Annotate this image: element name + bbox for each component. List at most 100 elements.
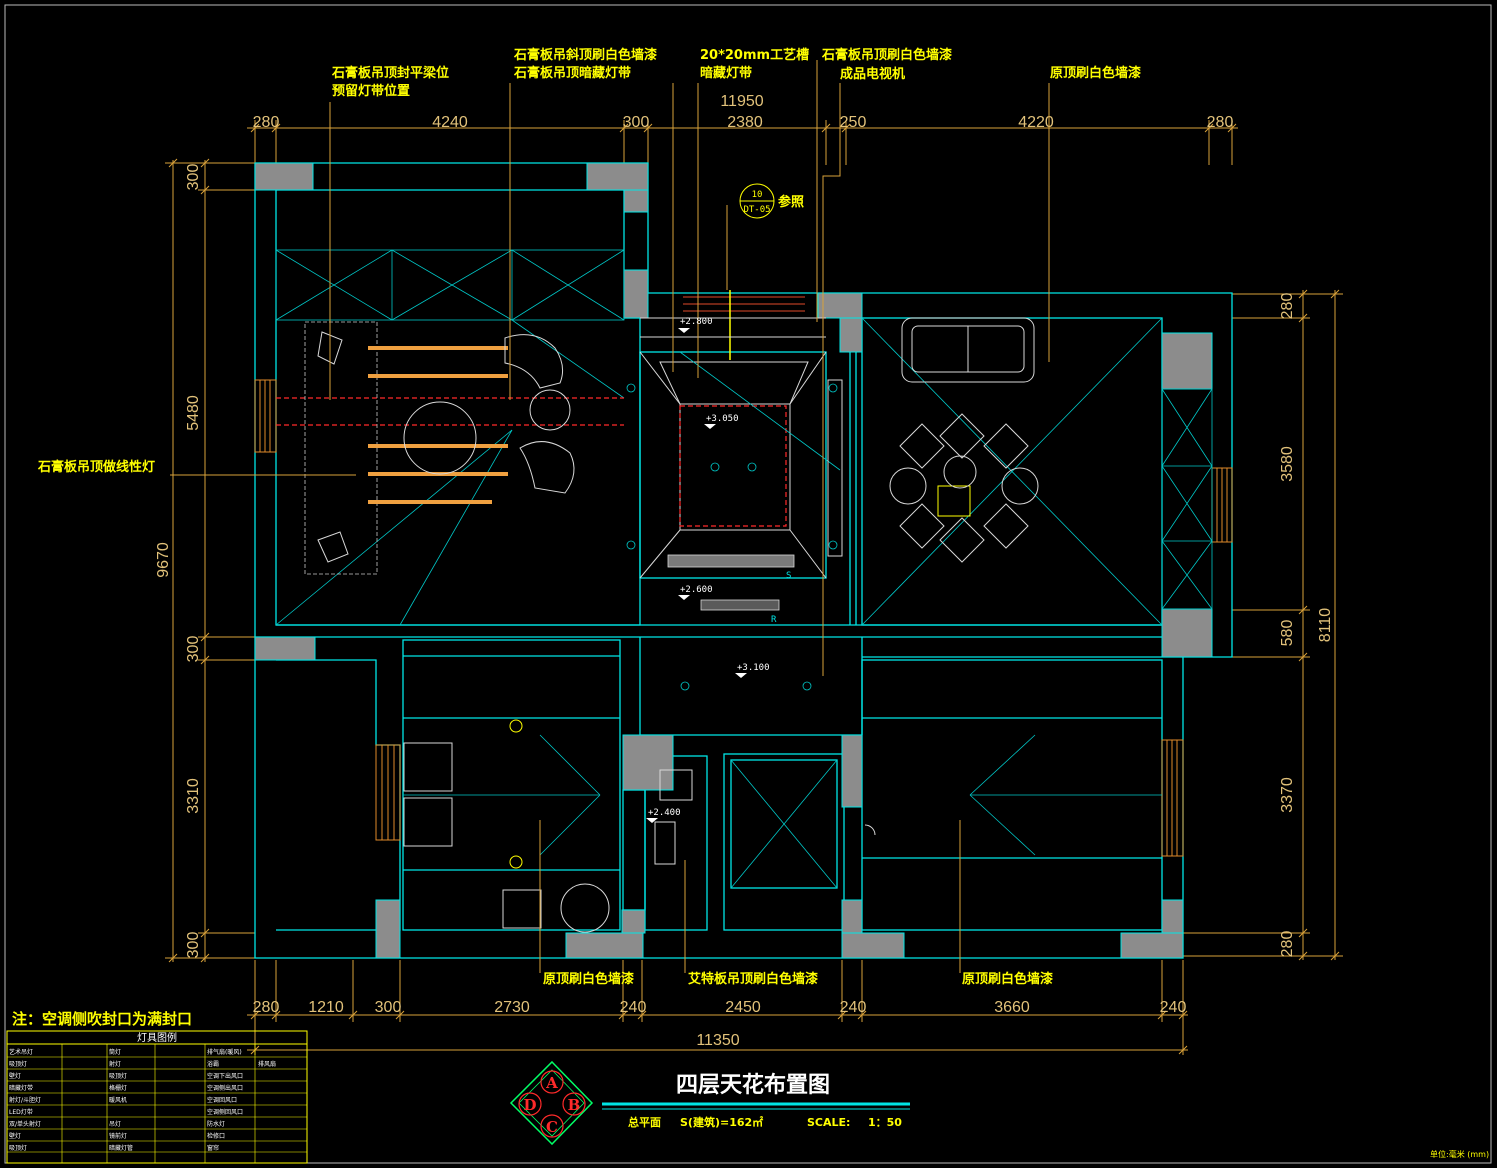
compass-b: B: [568, 1096, 581, 1114]
label-linear-light: 石膏板吊顶做线性灯: [37, 459, 155, 475]
label-beam-line2: 预留灯带位置: [332, 83, 410, 99]
level-4: +2.400: [648, 808, 681, 818]
label-tv-line2: 成品电视机: [840, 66, 905, 82]
dim-top-1: 4240: [432, 114, 468, 131]
detail-reference-bubble: 10 DT-05 参照: [739, 183, 804, 219]
label-groove-line2: 暗藏灯带: [700, 65, 752, 81]
plan-label: 总平面: [628, 1115, 661, 1129]
label-slope-line2: 石膏板吊顶暗藏灯带: [513, 65, 631, 81]
legend-cell: 空调下出风口: [207, 1072, 243, 1080]
legend-cell: 双/单头射灯: [9, 1120, 41, 1128]
dim-bottom-3: 2730: [494, 999, 530, 1016]
left-dimension-chain: 9670 300 5480 300 3310 300: [155, 158, 255, 963]
dim-bottom-5: 2450: [725, 999, 761, 1016]
legend-cell: 检修口: [207, 1132, 225, 1140]
ref-bubble-top: 10: [752, 190, 763, 200]
dim-right-1: 3580: [1279, 446, 1296, 482]
dim-top-3: 2380: [727, 114, 763, 131]
label-groove-line1: 20*20mm工艺槽: [700, 47, 809, 63]
drawing-frame: [4, 4, 1492, 1164]
mark-s: S: [786, 571, 791, 581]
central-hall-ceiling: [626, 290, 843, 691]
label-bottom-mid: 艾特板吊顶刷白色墙漆: [688, 971, 818, 987]
legend-cell: 射灯/斗胆灯: [9, 1096, 41, 1104]
dim-bottom-1: 1210: [308, 999, 344, 1016]
legend-cell: 吸顶灯: [9, 1060, 27, 1068]
drawing-title: 四层天花布置图: [676, 1072, 830, 1098]
area-label: S(建筑)=162㎡: [680, 1115, 763, 1129]
label-beam-line1: 石膏板吊顶封平梁位: [331, 65, 449, 81]
legend-cell: 吊灯: [109, 1120, 121, 1128]
dim-left-4: 300: [185, 932, 202, 959]
annotation-labels: 石膏板吊顶封平梁位 预留灯带位置 石膏板吊斜顶刷白色墙漆 石膏板吊顶暗藏灯带 2…: [37, 47, 1141, 987]
dim-top-total: 11950: [720, 93, 763, 110]
top-dimension-chain: 11950 280 4240 300 2380 250 4220 280: [247, 93, 1238, 165]
legend-cell: 壁灯: [9, 1072, 21, 1080]
dim-top-5: 4220: [1018, 114, 1054, 131]
legend-cell: 艺术吊灯: [9, 1048, 33, 1056]
ref-bubble-text: 参照: [778, 194, 804, 210]
compass-diamond: A B C D: [509, 1060, 594, 1146]
level-2: +2.600: [680, 585, 713, 595]
level-3: +3.100: [737, 663, 770, 673]
legend-cell: 壁灯: [9, 1132, 21, 1140]
legend-cell: 空调侧出风口: [207, 1084, 243, 1092]
legend-cell: 空调回风口: [207, 1096, 237, 1104]
dim-left-total: 9670: [155, 542, 172, 578]
level-1: +3.050: [706, 414, 739, 424]
dim-bottom-7: 3660: [994, 999, 1030, 1016]
legend-cell: 排风扇: [258, 1060, 276, 1068]
dim-top-0: 280: [253, 114, 280, 131]
dim-bottom-0: 280: [253, 999, 280, 1016]
level-markers: +2.800 +3.050 +2.600 +3.100 +2.400 S R: [646, 317, 791, 823]
windows: [254, 296, 1233, 857]
upper-right-room-ceiling: [861, 317, 1213, 626]
legend-title: 灯具图例: [137, 1031, 177, 1044]
ref-bubble-bottom: DT-05: [743, 205, 770, 215]
right-dimension-chain: 8110 280 3580 580 3370 280: [1183, 289, 1343, 961]
mark-r: R: [771, 615, 777, 625]
label-bottom-right: 原顶刷白色墙漆: [962, 971, 1053, 987]
legend-cell: 镜前灯: [109, 1132, 127, 1140]
ac-note: 注：空调侧吹封口为满封口: [12, 1010, 192, 1028]
lower-rooms-ceiling: [403, 719, 1162, 933]
dim-bottom-8: 240: [1160, 999, 1187, 1016]
structural-columns: [254, 162, 1213, 959]
dim-left-2: 300: [185, 636, 202, 663]
label-tv-line1: 石膏板吊顶刷白色墙漆: [821, 47, 952, 63]
unit-note: 单位:毫米 (mm): [1430, 1149, 1489, 1159]
legend-cell: 暗藏灯带: [9, 1084, 33, 1092]
legend-cell: 浴霸: [207, 1060, 219, 1068]
compass-a: A: [545, 1074, 558, 1092]
legend-cell: 吸顶灯: [9, 1144, 27, 1152]
level-0: +2.800: [680, 317, 713, 327]
title-block: 四层天花布置图 总平面 S(建筑)=162㎡ SCALE: 1：50 单位:毫米…: [602, 1072, 1489, 1159]
dim-right-4: 280: [1279, 931, 1296, 958]
compass-c: C: [546, 1118, 558, 1136]
legend-cell: 暗藏灯管: [109, 1144, 133, 1152]
dim-bottom-4: 240: [620, 999, 647, 1016]
legend-cell: 格栅灯: [109, 1084, 127, 1092]
legend-cell: 防水灯: [207, 1120, 225, 1128]
scale-label: SCALE:: [807, 1116, 850, 1129]
dim-right-2: 580: [1279, 620, 1296, 647]
label-bottom-left: 原顶刷白色墙漆: [543, 971, 634, 987]
dim-left-1: 5480: [185, 395, 202, 431]
legend-cell: LED灯带: [9, 1108, 33, 1116]
legend-cell: 吸顶灯: [109, 1072, 127, 1080]
legend-cell: 窗帘: [207, 1144, 219, 1152]
compass-d: D: [523, 1096, 536, 1114]
legend-cell: 暖风机: [109, 1096, 127, 1104]
dim-right-3: 3370: [1279, 777, 1296, 813]
legend-cell: 射灯: [109, 1060, 121, 1068]
leader-lines: [170, 60, 1050, 973]
dim-bottom-2: 300: [375, 999, 402, 1016]
bottom-dimension-chain: 280 1210 300 2730 240 2450 240 3660 240 …: [247, 960, 1188, 1055]
upper-left-room-ceiling: [275, 249, 625, 626]
dim-bottom-6: 240: [840, 999, 867, 1016]
legend-cell: 空调侧回风口: [207, 1108, 243, 1116]
legend-cell: 筒灯: [109, 1048, 121, 1056]
dim-right-0: 280: [1279, 293, 1296, 320]
dim-top-6: 280: [1207, 114, 1234, 131]
